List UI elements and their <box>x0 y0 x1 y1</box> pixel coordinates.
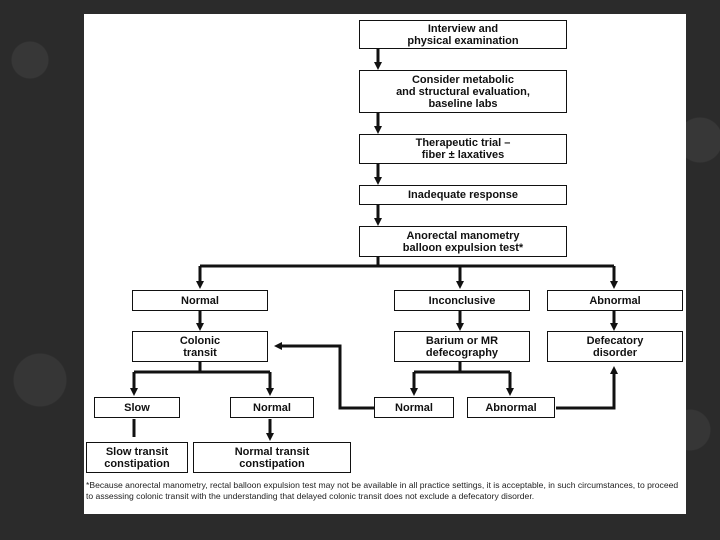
box-slow-transit-constipation: Slow transit constipation <box>86 442 188 473</box>
box-abnormal-defecography: Abnormal <box>467 397 555 418</box>
flowchart-slide: Interview and physical examination Consi… <box>84 14 686 514</box>
box-inconclusive: Inconclusive <box>394 290 530 311</box>
box-colonic-transit: Colonic transit <box>132 331 268 362</box>
box-interview: Interview and physical examination <box>359 20 567 49</box>
box-abnormal: Abnormal <box>547 290 683 311</box>
footnote: *Because anorectal manometry, rectal bal… <box>86 480 679 501</box>
box-therapeutic-trial: Therapeutic trial – fiber ± laxatives <box>359 134 567 164</box>
box-anorectal-manometry: Anorectal manometry balloon expulsion te… <box>359 226 567 257</box>
box-normal-colonic: Normal <box>230 397 314 418</box>
box-slow: Slow <box>94 397 180 418</box>
box-defecatory-disorder: Defecatory disorder <box>547 331 683 362</box>
connector-arrows <box>130 49 618 441</box>
box-inadequate-response: Inadequate response <box>359 185 567 205</box>
box-normal-defecography: Normal <box>374 397 454 418</box>
box-normal: Normal <box>132 290 268 311</box>
arrow-normal3-colonic <box>274 342 374 410</box>
arrow-abnormal2-defecatory <box>556 366 618 410</box>
box-normal-transit-constipation: Normal transit constipation <box>193 442 351 473</box>
box-metabolic-evaluation: Consider metabolic and structural evalua… <box>359 70 567 113</box>
box-barium-defecography: Barium or MR defecography <box>394 331 530 362</box>
